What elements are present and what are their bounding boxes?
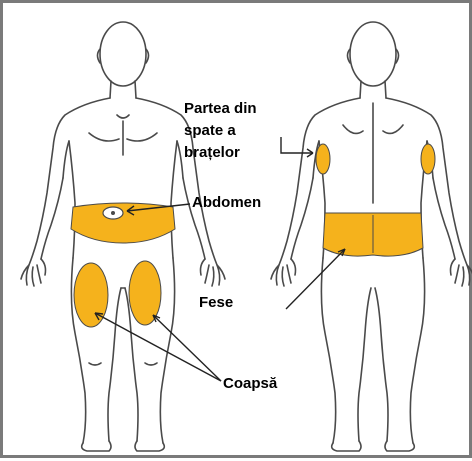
label-glutes: Fese xyxy=(199,294,233,312)
right-thigh-zone xyxy=(129,261,161,325)
glutes-arrow xyxy=(286,249,345,309)
left-upper-arm-zone xyxy=(316,144,330,174)
front-injection-zones xyxy=(71,203,175,327)
abdomen-zone xyxy=(71,203,175,243)
label-abdomen: Abdomen xyxy=(192,194,261,212)
right-thigh-arrow xyxy=(153,315,221,381)
right-upper-arm-zone xyxy=(421,144,435,174)
back-injection-zones xyxy=(316,144,435,256)
label-thighs: Coapsă xyxy=(223,375,277,393)
label-upper-arms: Partea din spate a brațelor xyxy=(184,98,257,164)
